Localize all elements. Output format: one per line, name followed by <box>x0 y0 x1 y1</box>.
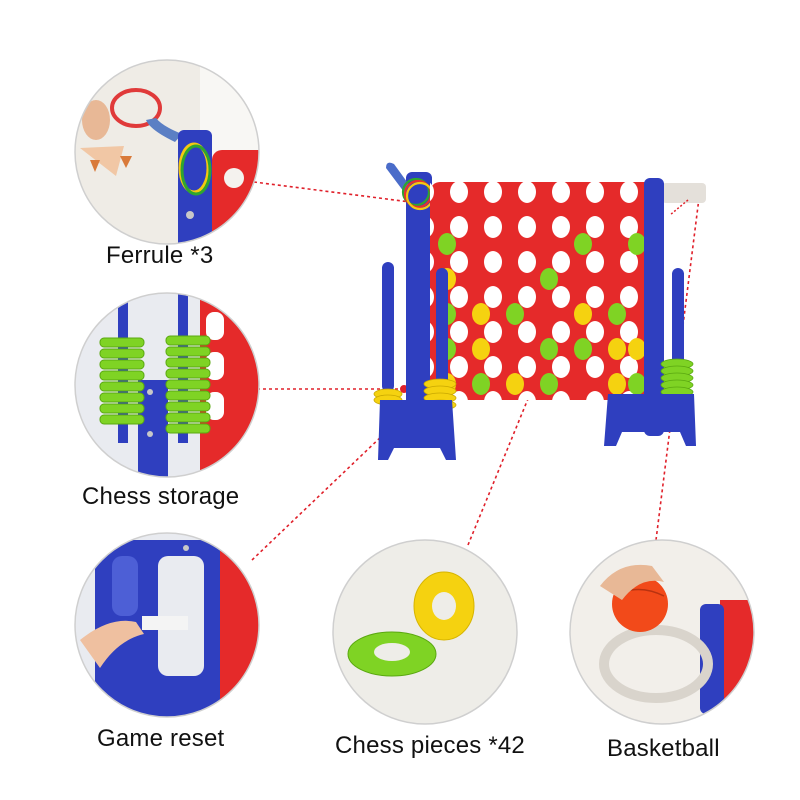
left-post <box>406 172 432 434</box>
label-basketball: Basketball <box>607 735 720 762</box>
label-chess-storage: Chess storage <box>82 483 240 510</box>
hoop-board <box>662 183 706 203</box>
callout-line-pieces <box>467 354 547 546</box>
left-foot <box>378 400 456 460</box>
right-post <box>644 178 664 436</box>
label-game-reset: Game reset <box>97 725 225 752</box>
connect-four-product <box>373 162 706 460</box>
label-chess-pieces: Chess pieces *42 <box>335 732 525 759</box>
detail-basketball <box>569 539 755 725</box>
detail-ferrule <box>74 59 260 245</box>
detail-chess-pieces <box>332 539 518 725</box>
callout-lines <box>251 181 700 561</box>
detail-game-reset <box>74 532 260 718</box>
right-foot <box>604 394 696 446</box>
detail-chess-storage <box>74 292 260 478</box>
label-ferrule: Ferrule *3 <box>106 242 214 269</box>
callout-line-ferrule <box>253 181 419 204</box>
